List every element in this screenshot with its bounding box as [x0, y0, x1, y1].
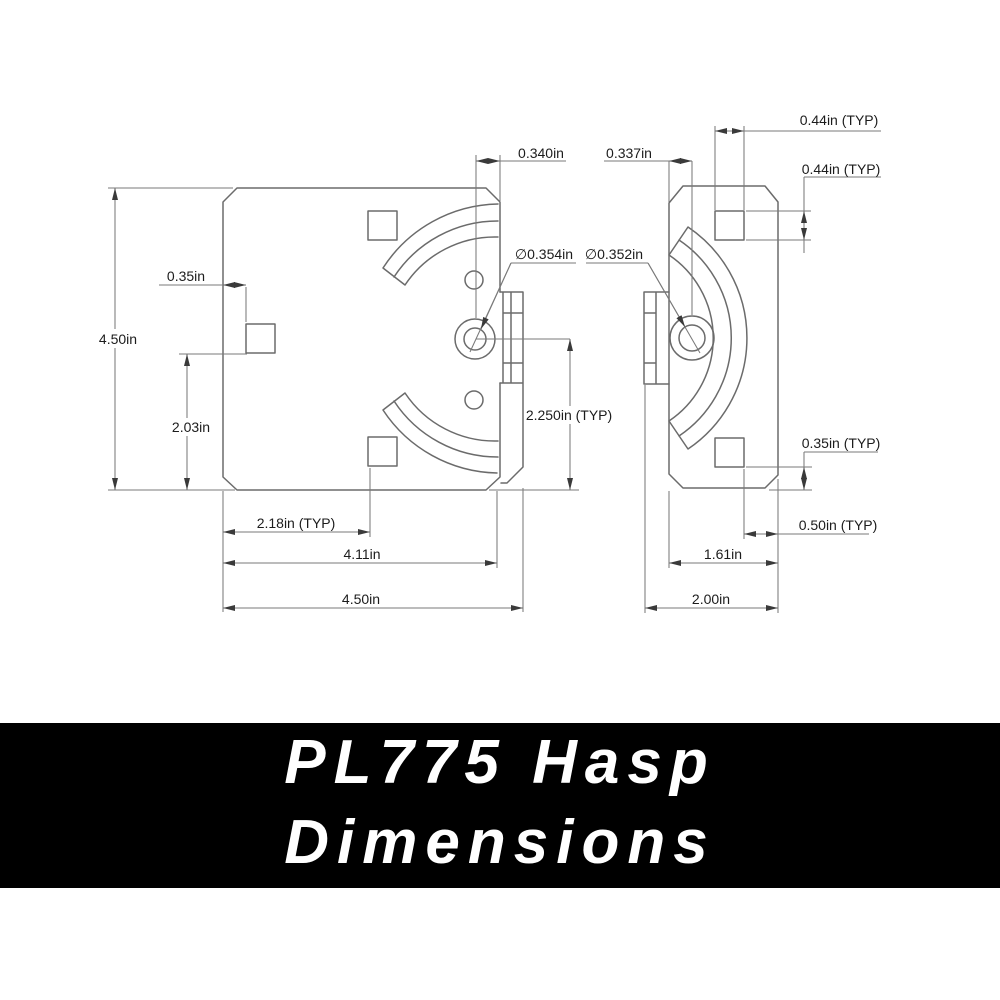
dim-label-front-hole-to-edge: 0.340in: [518, 145, 564, 161]
dim-label-front-hole-to-bottom: 2.250in (TYP): [526, 407, 612, 423]
dim-label-front-height: 4.50in: [99, 331, 137, 347]
label-backing: [92, 329, 144, 348]
banner-title-line1: PL775 Hasp: [284, 728, 716, 797]
side-pin-hole-inner: [678, 324, 706, 352]
side-hinge-strip: [643, 291, 670, 385]
front-lower-arc-band: [382, 392, 499, 474]
dim-label-side-slot-to-edge: 0.50in (TYP): [799, 517, 878, 533]
dim-label-front-hole-diameter: ∅0.354in: [515, 246, 573, 262]
dim-label-side-slot-height: 0.44in (TYP): [802, 161, 881, 177]
front-plate-outline: [222, 187, 501, 491]
side-slot-top: [714, 210, 745, 241]
front-dia-leader-arrow: [480, 262, 512, 330]
front-slot-left: [245, 323, 276, 354]
side-view: [643, 185, 779, 489]
dim-label-side-width: 2.00in: [692, 591, 730, 607]
dim-label-side-slot-to-bottom: 0.35in (TYP): [802, 435, 881, 451]
side-arc-band: [668, 226, 748, 450]
side-plate-outline: [668, 185, 779, 489]
front-extension-lines: [108, 155, 579, 612]
dim-label-front-body-width: 4.11in: [343, 546, 380, 562]
title-banner: PL775 Hasp Dimensions: [0, 723, 1000, 888]
dim-label-front-edge-to-slot: 0.35in: [167, 268, 205, 284]
dim-label-side-hole-diameter: ∅0.352in: [585, 246, 643, 262]
label-backing: [165, 418, 218, 436]
part-geometry: [222, 185, 779, 491]
label-backings: [92, 329, 613, 436]
dimension-lines: [108, 126, 881, 613]
dim-label-front-width: 4.50in: [342, 591, 380, 607]
side-extension-lines: [586, 126, 881, 613]
front-small-hole-top: [464, 270, 484, 290]
dim-label-side-edge-to-hole: 0.337in: [606, 145, 652, 161]
front-hinge-strip: [499, 291, 524, 484]
dimension-labels: 4.50in 0.35in 2.03in 0.340in ∅0.354in 2.…: [99, 112, 880, 607]
front-slot-top: [367, 210, 398, 241]
hasp-dimension-drawing: 4.50in 0.35in 2.03in 0.340in ∅0.354in 2.…: [92, 112, 881, 613]
side-slot-bottom: [714, 437, 745, 468]
dim-label-side-body-width: 1.61in: [704, 546, 742, 562]
side-dia-leader-arrow: [647, 262, 686, 328]
front-upper-arc-band: [382, 203, 499, 286]
side-pin-hole-outer: [669, 315, 715, 361]
front-small-hole-bottom: [464, 390, 484, 410]
front-slot-bottom: [367, 436, 398, 467]
front-view: [222, 187, 524, 491]
dim-label-front-slot-to-bottom: 2.03in: [172, 419, 210, 435]
label-backing: [525, 406, 613, 424]
dim-label-front-left-to-slot: 2.18in (TYP): [257, 515, 336, 531]
dim-label-side-slot-width: 0.44in (TYP): [800, 112, 879, 128]
banner-title-line2: Dimensions: [284, 808, 716, 877]
